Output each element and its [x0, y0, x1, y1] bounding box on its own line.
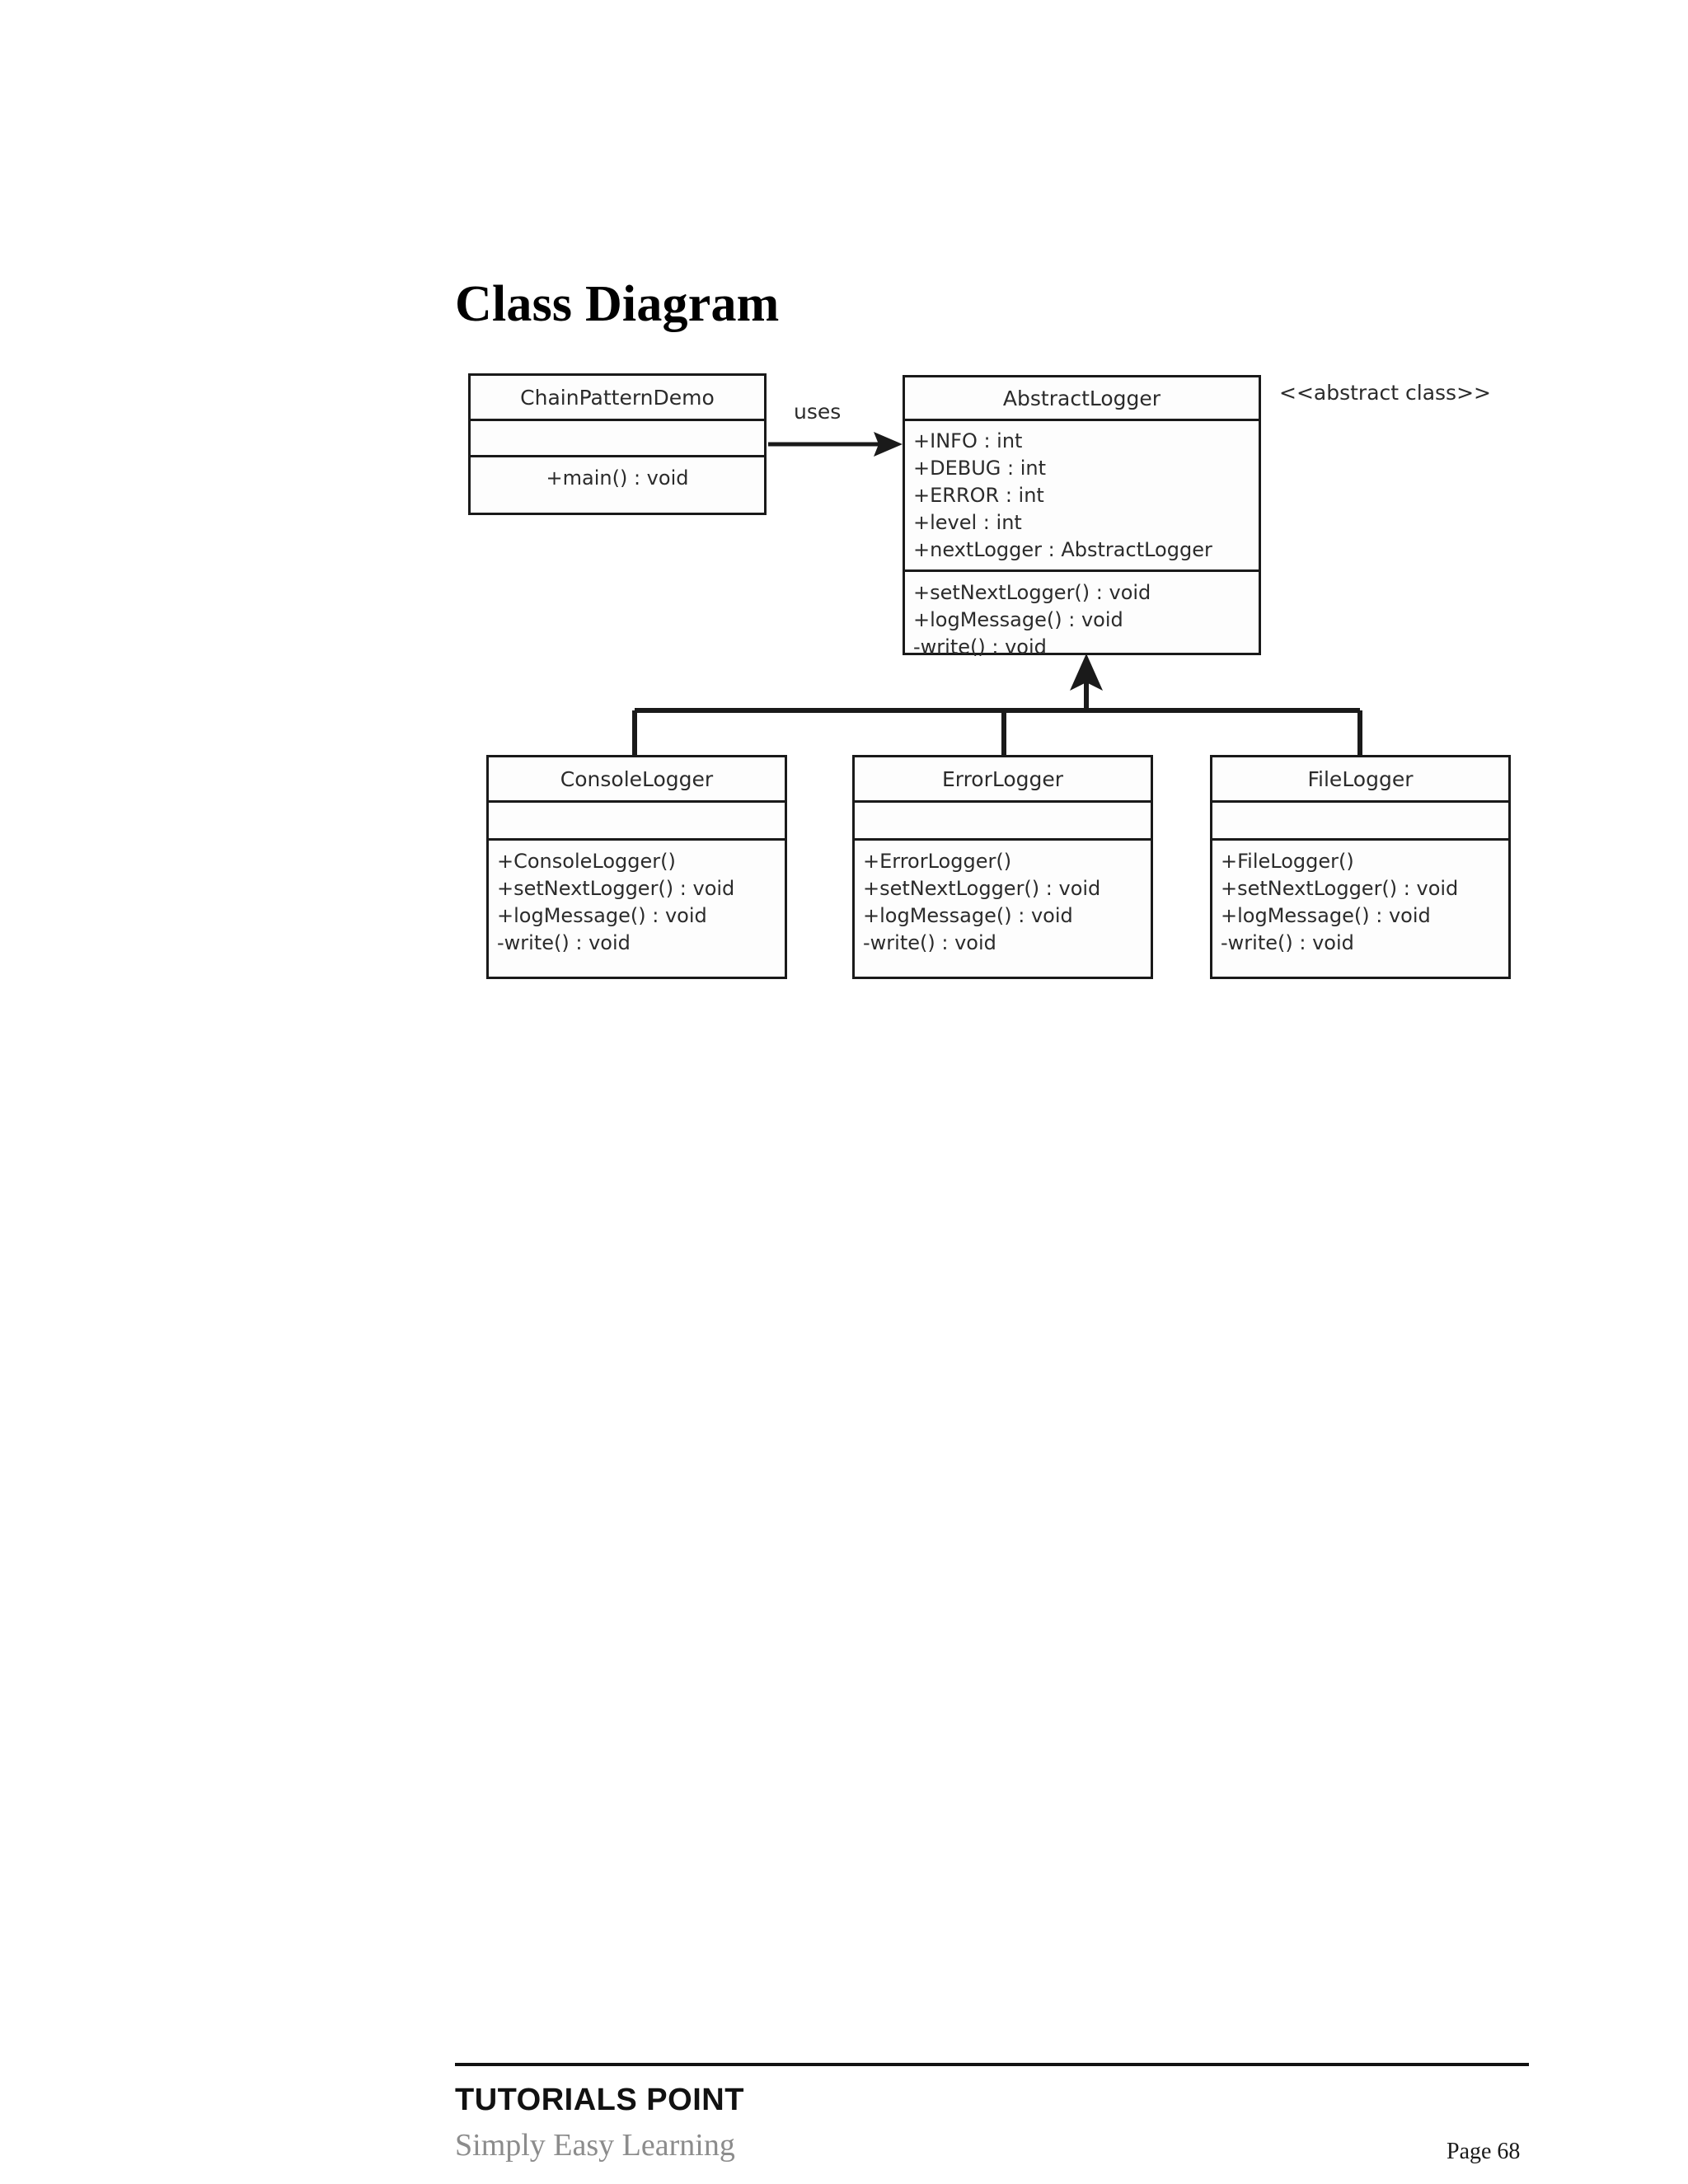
- uml-operation: -write() : void: [913, 635, 1047, 658]
- uml-operations-compartment: +ErrorLogger() +setNextLogger() : void +…: [855, 841, 1151, 965]
- uml-operation: +setNextLogger() : void: [863, 877, 1101, 900]
- uml-operations-compartment: +FileLogger() +setNextLogger() : void +l…: [1212, 841, 1508, 965]
- uml-operation: -write() : void: [1221, 931, 1354, 954]
- uml-operation: +setNextLogger() : void: [1221, 877, 1459, 900]
- footer-brand: TUTORIALS POINT: [455, 2083, 744, 2117]
- uml-attributes-compartment: [471, 421, 764, 457]
- uml-operations-compartment: +ConsoleLogger() +setNextLogger() : void…: [489, 841, 785, 965]
- uml-operations-compartment: +main() : void: [471, 457, 764, 500]
- uml-operations-compartment: +setNextLogger() : void +logMessage() : …: [905, 572, 1259, 669]
- uml-attribute: +level : int: [913, 511, 1022, 534]
- uml-class-chainpatterndemo[interactable]: ChainPatternDemo +main() : void: [468, 373, 767, 515]
- uml-operation: +FileLogger(): [1221, 850, 1354, 873]
- uml-attributes-compartment: [1212, 803, 1508, 841]
- uml-operation: +logMessage() : void: [863, 904, 1073, 927]
- uml-attribute: +DEBUG : int: [913, 457, 1047, 480]
- footer-divider: [455, 2063, 1529, 2066]
- uml-attributes-compartment: [489, 803, 785, 841]
- footer-page-number: Page 68: [1447, 2139, 1521, 2164]
- uml-attribute: +nextLogger : AbstractLogger: [913, 538, 1212, 561]
- uml-operation: +logMessage() : void: [497, 904, 707, 927]
- uml-class-name: ErrorLogger: [855, 757, 1151, 803]
- uml-class-filelogger[interactable]: FileLogger +FileLogger() +setNextLogger(…: [1210, 755, 1511, 979]
- uml-class-name: FileLogger: [1212, 757, 1508, 803]
- dependency-uses-connector: [768, 432, 903, 457]
- uml-operation: +logMessage() : void: [913, 608, 1123, 631]
- page-footer: TUTORIALS POINT Simply Easy Learning Pag…: [0, 2056, 1688, 2184]
- uml-class-consolelogger[interactable]: ConsoleLogger +ConsoleLogger() +setNextL…: [486, 755, 787, 979]
- uml-operation: +ConsoleLogger(): [497, 850, 676, 873]
- class-diagram: ChainPatternDemo +main() : void Abstract…: [0, 0, 1688, 1071]
- uml-operation: +logMessage() : void: [1221, 904, 1431, 927]
- uml-operation: +setNextLogger() : void: [497, 877, 735, 900]
- uml-class-name: ConsoleLogger: [489, 757, 785, 803]
- uml-operation: +setNextLogger() : void: [913, 581, 1151, 604]
- uml-class-errorlogger[interactable]: ErrorLogger +ErrorLogger() +setNextLogge…: [852, 755, 1153, 979]
- uml-operation: +ErrorLogger(): [863, 850, 1012, 873]
- uml-attribute: +ERROR : int: [913, 484, 1044, 507]
- uml-class-name: AbstractLogger: [905, 377, 1259, 421]
- uml-operation: +main() : void: [546, 466, 689, 490]
- uml-operation: -write() : void: [497, 931, 631, 954]
- uml-attributes-compartment: [855, 803, 1151, 841]
- uml-class-name: ChainPatternDemo: [471, 376, 764, 421]
- stereotype-label-abstract-class: <<abstract class>>: [1279, 381, 1491, 405]
- footer-tagline: Simply Easy Learning: [455, 2128, 735, 2163]
- page-title: Class Diagram: [455, 275, 780, 332]
- uml-attribute: +INFO : int: [913, 429, 1023, 452]
- uml-operation: -write() : void: [863, 931, 996, 954]
- uml-class-abstractlogger[interactable]: AbstractLogger +INFO : int +DEBUG : int …: [903, 375, 1261, 658]
- dependency-label-uses: uses: [794, 400, 842, 424]
- uml-attributes-compartment: +INFO : int +DEBUG : int +ERROR : int +l…: [905, 421, 1259, 572]
